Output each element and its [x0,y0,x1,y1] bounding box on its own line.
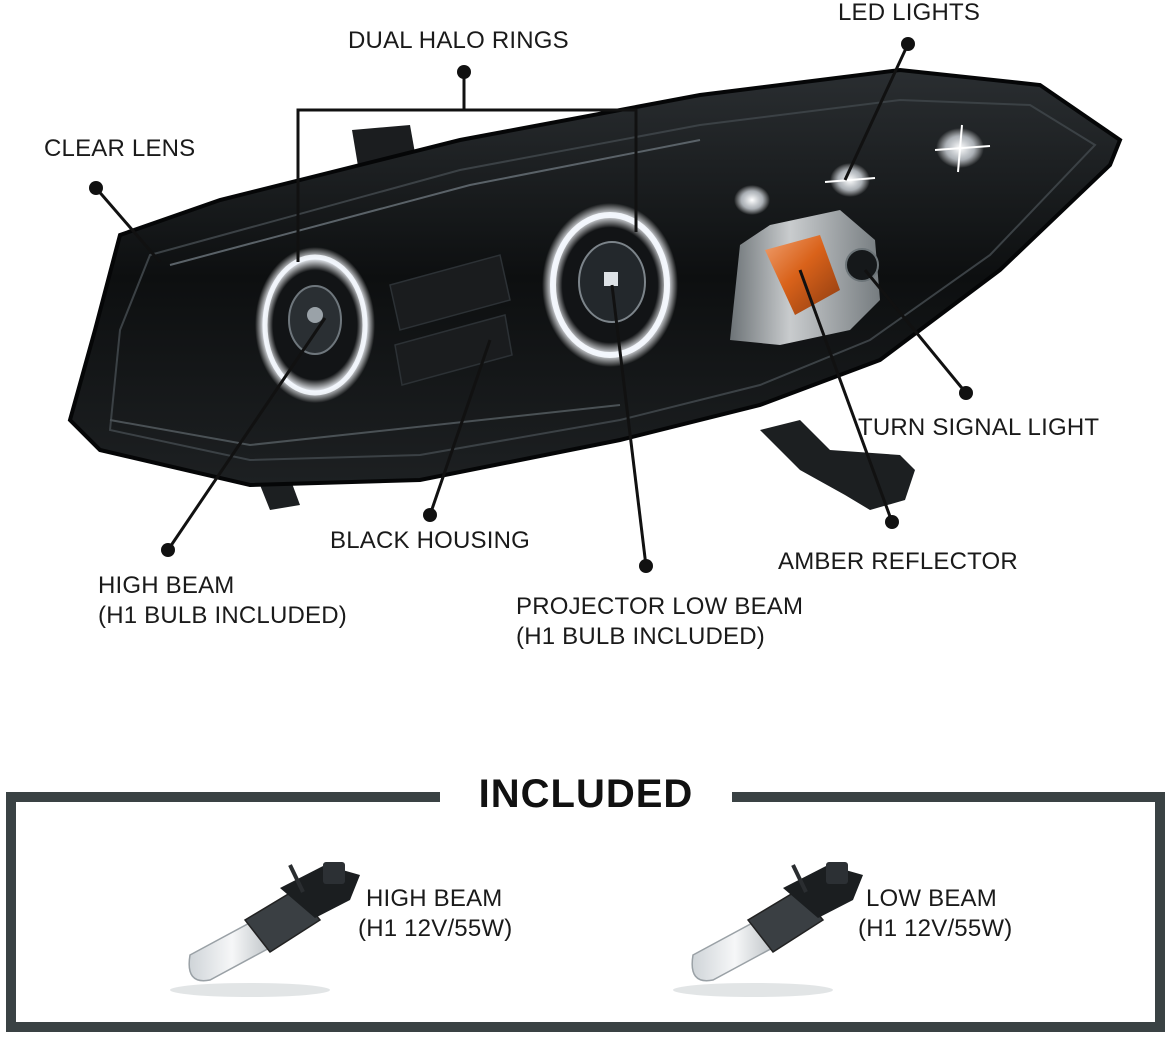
label-clear-lens: CLEAR LENS [44,135,196,162]
included-item-high-beam: HIGH BEAM (H1 12V/55W) [358,884,512,944]
callout-dots [89,37,973,573]
included-title: INCLUDED [478,772,694,816]
label-led-lights: LED LIGHTS [838,0,981,26]
label-projector-low-beam: PROJECTOR LOW BEAM (H1 BULB INCLUDED) [516,592,803,652]
included-item-high-beam-line1: HIGH BEAM [366,885,503,912]
label-amber-reflector: AMBER REFLECTOR [778,548,1018,575]
label-black-housing: BLACK HOUSING [330,527,530,554]
label-high-beam-line1: HIGH BEAM [98,572,235,599]
included-frame-top-right [732,792,1165,802]
included-item-low-beam-line2: (H1 12V/55W) [858,915,1013,942]
included-item-low-beam-line1: LOW BEAM [866,885,997,912]
h1-bulb-icon [673,862,863,997]
label-dual-halo-rings: DUAL HALO RINGS [348,27,569,54]
included-frame [6,792,1165,1032]
label-high-beam-line2: (H1 BULB INCLUDED) [98,602,347,629]
included-item-low-beam: LOW BEAM (H1 12V/55W) [858,884,1012,944]
label-turn-signal-light: TURN SIGNAL LIGHT [858,414,1100,441]
label-high-beam: HIGH BEAM (H1 BULB INCLUDED) [98,571,347,631]
label-projector-low-beam-line1: PROJECTOR LOW BEAM [516,593,804,620]
included-frame-top-left [6,792,440,802]
h1-bulb-icon [170,862,360,997]
included-item-high-beam-line2: (H1 12V/55W) [358,915,513,942]
callout-lines [94,43,968,567]
label-projector-low-beam-line2: (H1 BULB INCLUDED) [516,623,765,650]
headlight-assembly-image [67,67,1123,510]
